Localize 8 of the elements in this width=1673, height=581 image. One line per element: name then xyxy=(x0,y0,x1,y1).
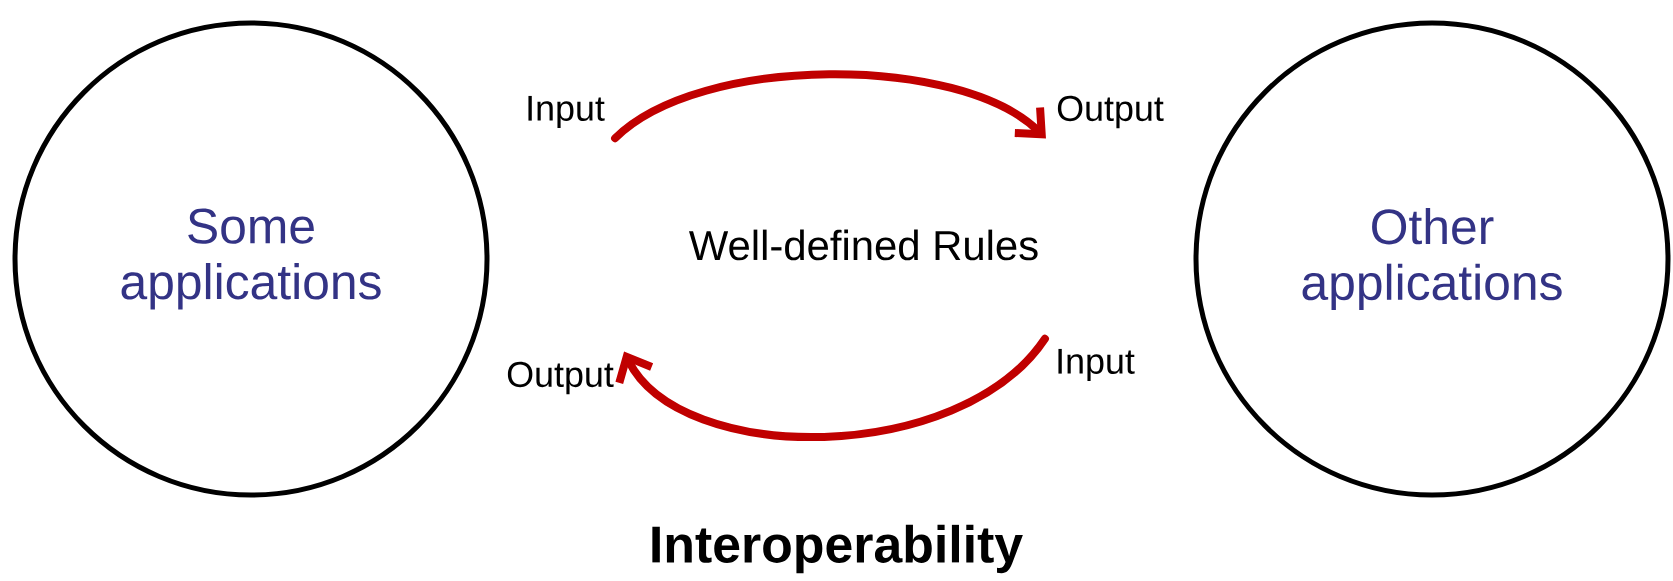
port-label: Input xyxy=(528,95,605,129)
port-label: Output xyxy=(507,361,614,395)
curved-arrow xyxy=(615,334,1049,441)
caption: Interoperability xyxy=(652,524,1023,574)
port-label: Input xyxy=(1058,348,1135,382)
curved-arrow xyxy=(611,70,1046,143)
rules-text: Well-defined Rules xyxy=(689,229,1038,261)
port-label: Output xyxy=(1057,95,1164,129)
